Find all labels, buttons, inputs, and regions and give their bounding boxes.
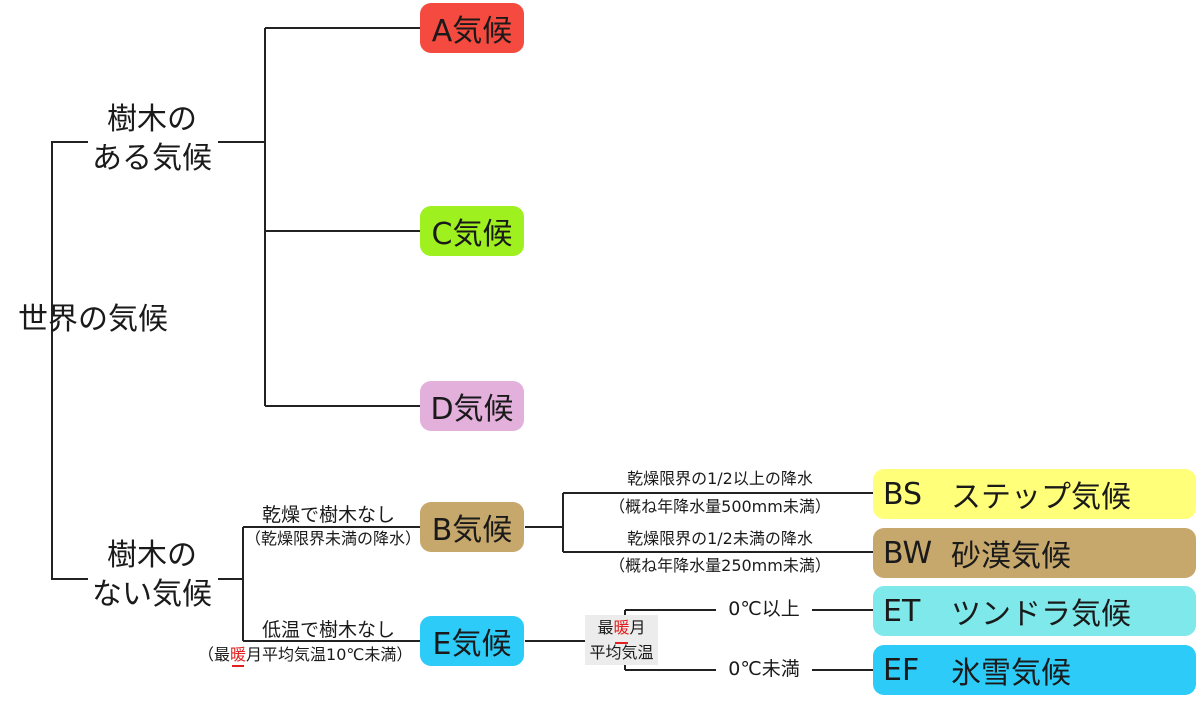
et-condition: 0℃以上 [728, 598, 800, 620]
ef-condition: 0℃未満 [728, 658, 800, 680]
subtype-box-bs: BS ステップ気候 [873, 469, 1196, 519]
e-note-post: 月平均気温10℃未満） [246, 645, 413, 664]
subtype-code-bw: BW [883, 535, 933, 571]
subtype-code-bs: BS [883, 476, 923, 512]
climate-box-d: D気候 [420, 381, 524, 431]
b-condition-main: 乾燥で樹木なし [262, 504, 396, 526]
bw-condition-line2: （概ね年降水量250mm未満） [609, 556, 831, 575]
bs-condition-line2: （概ね年降水量500mm未満） [609, 497, 831, 516]
climate-label-c: C気候 [431, 217, 513, 252]
subtype-name-et: ツンドラ気候 [951, 597, 1131, 632]
group-tree-line2: ある気候 [92, 141, 212, 176]
temp-warm: 暖 [613, 615, 630, 644]
subtype-box-bw: BW 砂漠気候 [873, 528, 1196, 578]
climate-box-b: B気候 [420, 502, 524, 552]
temp-pre: 最 [597, 618, 614, 637]
e-condition-note: （最暖月平均気温10℃未満） [198, 645, 413, 667]
group-notree-line2: ない気候 [92, 577, 212, 612]
b-condition-note: （乾燥限界未満の降水） [245, 529, 422, 548]
temp-post: 月 [629, 618, 646, 637]
warmest-month-temp-criterion: 最暖月 平均気温 [585, 615, 658, 665]
climate-label-a: A気候 [431, 14, 513, 49]
subtype-name-bs: ステップ気候 [951, 480, 1131, 515]
bw-condition-line1: 乾燥限界の1/2未満の降水 [627, 529, 813, 548]
root-label: 世界の気候 [18, 302, 168, 337]
temp-criterion-line1: 最暖月 [585, 615, 658, 644]
group-tree-climate: 樹木の ある気候 [72, 100, 232, 178]
temp-criterion-line2: 平均気温 [589, 643, 654, 662]
subtype-box-et: ET ツンドラ気候 [873, 586, 1196, 636]
group-no-tree-climate: 樹木の ない気候 [72, 536, 232, 614]
climate-box-c: C気候 [420, 206, 524, 256]
climate-label-e: E気候 [432, 627, 512, 662]
climate-label-d: D気候 [430, 392, 514, 427]
climate-box-e: E気候 [420, 616, 524, 666]
group-tree-line1: 樹木の [107, 102, 197, 137]
e-note-warm: 暖 [230, 645, 247, 667]
subtype-box-ef: EF 氷雪気候 [873, 645, 1196, 695]
e-condition-main: 低温で樹木なし [262, 619, 396, 641]
bs-condition-line1: 乾燥限界の1/2以上の降水 [627, 469, 813, 488]
climate-box-a: A気候 [420, 3, 524, 53]
climate-label-b: B気候 [431, 513, 513, 548]
e-note-pre: （最 [198, 645, 231, 664]
subtype-code-et: ET [883, 593, 921, 629]
root-bracket [51, 141, 88, 580]
subtype-code-ef: EF [883, 652, 920, 688]
subtype-name-bw: 砂漠気候 [951, 539, 1071, 574]
group-notree-line1: 樹木の [107, 538, 197, 573]
subtype-name-ef: 氷雪気候 [951, 656, 1071, 691]
